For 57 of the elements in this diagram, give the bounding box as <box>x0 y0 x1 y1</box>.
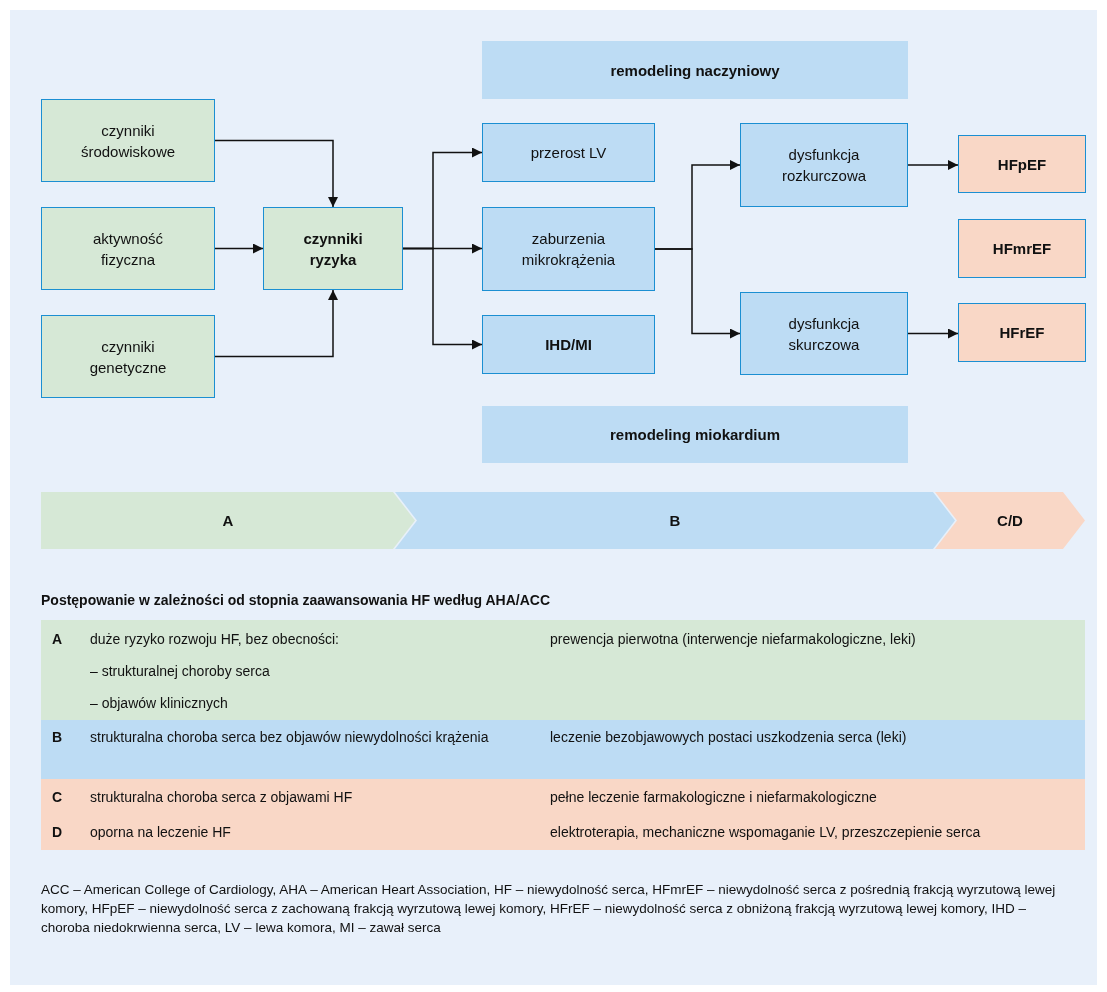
process-box <box>958 303 1086 362</box>
arrow <box>214 139 338 208</box>
node-text: czynniki ryzyka <box>302 228 364 270</box>
band <box>482 406 908 463</box>
arrow <box>402 247 483 350</box>
table-text: – objawów klinicznych <box>90 694 228 712</box>
stage-letter: B <box>52 728 63 746</box>
node-text: przerost LV <box>529 143 608 163</box>
node-text: C/D <box>996 511 1024 531</box>
node-text: zaburzenia mikrokrążenia <box>520 229 617 270</box>
process-box <box>740 123 908 207</box>
footnote: ACC – American College of Cardiology, AHA – American Heart Association, HF – niewydolność serca, HFmrEF – niewydolność serca z pośrednią frakcją wyrzutową lewej komory, HFpEF – niewydolność serca z zachowaną frakcją wyrzutową lewej komory, HFrEF – niewydolność serca z obniżoną frakcją wyrzutową lewej komory, IHD – choroba niedokrwienna serca, LV – lewa komora, MI – zawał serca <box>41 881 1057 937</box>
table-text: strukturalna choroba serca bez objawów niewydolności krążenia <box>90 728 489 746</box>
arrow <box>214 243 264 254</box>
process-box <box>482 315 655 374</box>
table-text: oporna na leczenie HF <box>90 823 231 841</box>
table-heading: Postępowanie w zależności od stopnia zaawansowania HF według AHA/ACC <box>41 591 550 609</box>
arrow <box>907 328 959 339</box>
node-text: czynniki środowiskowe <box>79 120 177 162</box>
stage-letter: A <box>52 630 63 648</box>
table-text: leczenie bezobjawowych postaci uszkodzenia serca (leki) <box>550 728 907 746</box>
node-text: dysfunkcja rozkurczowa <box>780 145 868 186</box>
band <box>482 41 908 99</box>
node-text: B <box>668 511 682 531</box>
process-box <box>41 99 215 182</box>
node-text: aktywność fizyczna <box>92 228 164 270</box>
node-text: HFmrEF <box>991 239 1053 259</box>
node-text: IHD/MI <box>544 335 593 355</box>
table-text: prewencja pierwotna (interwencje niefarmakologiczne, leki) <box>550 630 916 648</box>
arrow <box>654 248 741 339</box>
node-text: czynniki genetyczne <box>88 336 168 378</box>
arrow <box>214 289 338 358</box>
stage-band <box>395 492 955 549</box>
process-box <box>263 207 403 290</box>
node-text: HFrEF <box>998 323 1046 343</box>
node-text: dysfunkcja skurczowa <box>787 313 861 355</box>
table-text: elektroterapia, mechaniczne wspomaganie LV, przeszczepienie serca <box>550 823 981 841</box>
process-box <box>482 123 655 182</box>
process-box <box>41 207 215 290</box>
node-text: remodeling miokardium <box>608 425 781 445</box>
process-box <box>740 292 908 375</box>
node-text: A <box>221 511 235 531</box>
process-box <box>482 207 655 291</box>
node-text: remodeling naczyniowy <box>609 60 781 81</box>
arrow <box>907 160 959 170</box>
stage-letter: D <box>52 823 63 841</box>
table-text: pełne leczenie farmakologiczne i niefarmakologiczne <box>550 788 877 806</box>
table-text: strukturalna choroba serca z objawami HF <box>90 788 353 806</box>
node-text: HFpEF <box>996 154 1048 175</box>
stage-band <box>935 492 1085 549</box>
table-text: duże ryzyko rozwoju HF, bez obecności: <box>90 630 339 648</box>
stage-letter: C <box>52 788 63 806</box>
process-box <box>41 315 215 398</box>
stage-band <box>41 492 415 549</box>
process-box <box>958 219 1086 278</box>
process-box <box>958 135 1086 193</box>
table-text: – strukturalnej choroby serca <box>90 662 270 680</box>
